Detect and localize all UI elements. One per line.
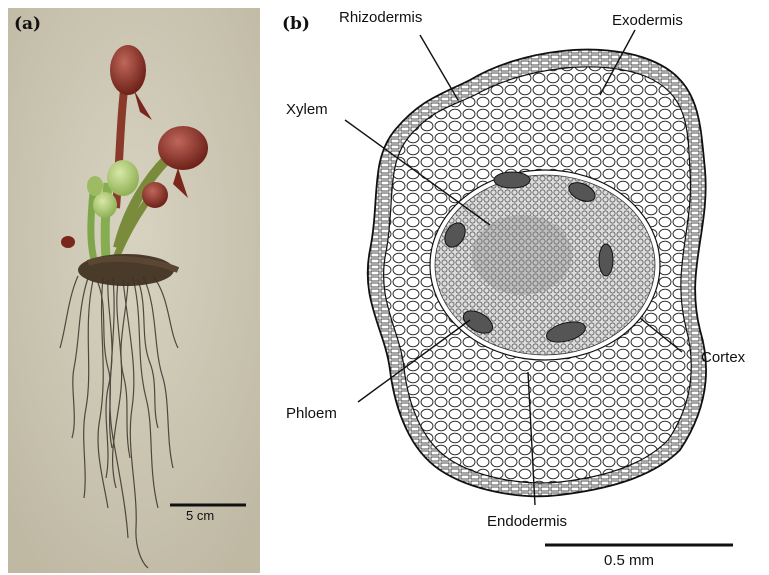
- exodermis-label: Exodermis: [612, 12, 683, 29]
- root-cross-section-diagram: [270, 0, 769, 575]
- plant-photo: [8, 8, 260, 573]
- scale-bar-b-label: 0.5 mm: [604, 552, 654, 569]
- plant-photo-panel: [8, 8, 260, 573]
- panel-b-label: (b): [282, 14, 310, 34]
- phloem-strand: [494, 172, 530, 188]
- endodermis-label: Endodermis: [487, 513, 567, 530]
- cortex-label: Cortex: [701, 349, 745, 366]
- xylem-region: [472, 215, 572, 295]
- xylem-label: Xylem: [286, 101, 328, 118]
- panel-a-label: (a): [14, 14, 41, 34]
- phloem-strand: [599, 244, 613, 276]
- phloem-label: Phloem: [286, 405, 337, 422]
- rhizodermis-leader: [420, 35, 458, 100]
- rhizodermis-label: Rhizodermis: [339, 9, 422, 26]
- scale-bar-a-label: 5 cm: [186, 508, 214, 523]
